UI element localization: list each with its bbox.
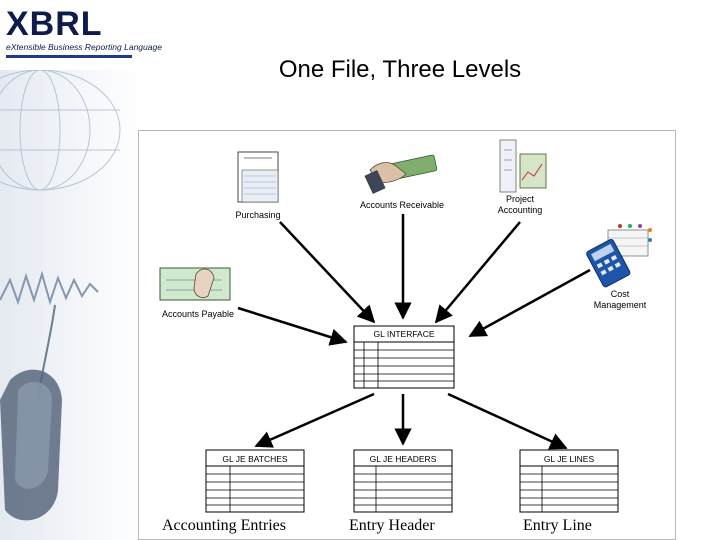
gl-je-headers-table bbox=[353, 449, 453, 513]
xbrl-logo: XBRL eXtensible Business Reporting Langu… bbox=[6, 5, 162, 62]
gl-interface-table bbox=[353, 325, 455, 389]
source-label-cost-management-line2: Management bbox=[594, 300, 647, 310]
arrow-interface-to-batches bbox=[254, 392, 375, 448]
arrow-purchasing-to-interface bbox=[279, 221, 376, 324]
source-label-project-accounting-line1: Project bbox=[506, 194, 535, 204]
arrow-cost-to-interface bbox=[468, 268, 591, 338]
arrow-payable-to-interface bbox=[237, 306, 348, 346]
caption-entry-line: Entry Line bbox=[523, 517, 592, 534]
logo-underline bbox=[6, 55, 132, 58]
source-label-purchasing: Purchasing bbox=[235, 210, 280, 220]
arrow-interface-to-lines bbox=[447, 392, 568, 450]
check-writing-icon bbox=[159, 267, 231, 301]
hand-money-icon bbox=[364, 154, 438, 195]
gl-je-lines-table bbox=[519, 449, 619, 513]
caption-accounting-entries: Accounting Entries bbox=[162, 517, 286, 534]
target-table-title-batches: GL JE BATCHES bbox=[222, 454, 288, 464]
gl-je-batches-table bbox=[205, 449, 305, 513]
slide-title: One File, Three Levels bbox=[278, 56, 522, 83]
data-flow-diagram: Purchasing Accounts Receivable Project A… bbox=[159, 139, 652, 513]
hub-table-title: GL INTERFACE bbox=[373, 329, 434, 339]
arrow-project-to-interface bbox=[434, 221, 521, 324]
calculator-icon bbox=[586, 224, 652, 288]
target-table-title-lines: GL JE LINES bbox=[544, 454, 595, 464]
decorative-mouse-graphic bbox=[0, 70, 140, 540]
xbrl-logo-wordmark: XBRL bbox=[6, 5, 103, 43]
xbrl-logo-tagline: eXtensible Business Reporting Language bbox=[6, 42, 162, 52]
purchase-order-icon bbox=[237, 151, 279, 203]
source-label-accounts-payable: Accounts Payable bbox=[162, 309, 234, 319]
source-label-accounts-receivable: Accounts Receivable bbox=[360, 200, 444, 210]
source-label-project-accounting-line2: Accounting bbox=[498, 205, 543, 215]
source-label-cost-management-line1: Cost bbox=[611, 289, 630, 299]
target-table-title-headers: GL JE HEADERS bbox=[370, 454, 437, 464]
project-chart-icon bbox=[499, 139, 547, 193]
caption-entry-header: Entry Header bbox=[349, 517, 435, 534]
